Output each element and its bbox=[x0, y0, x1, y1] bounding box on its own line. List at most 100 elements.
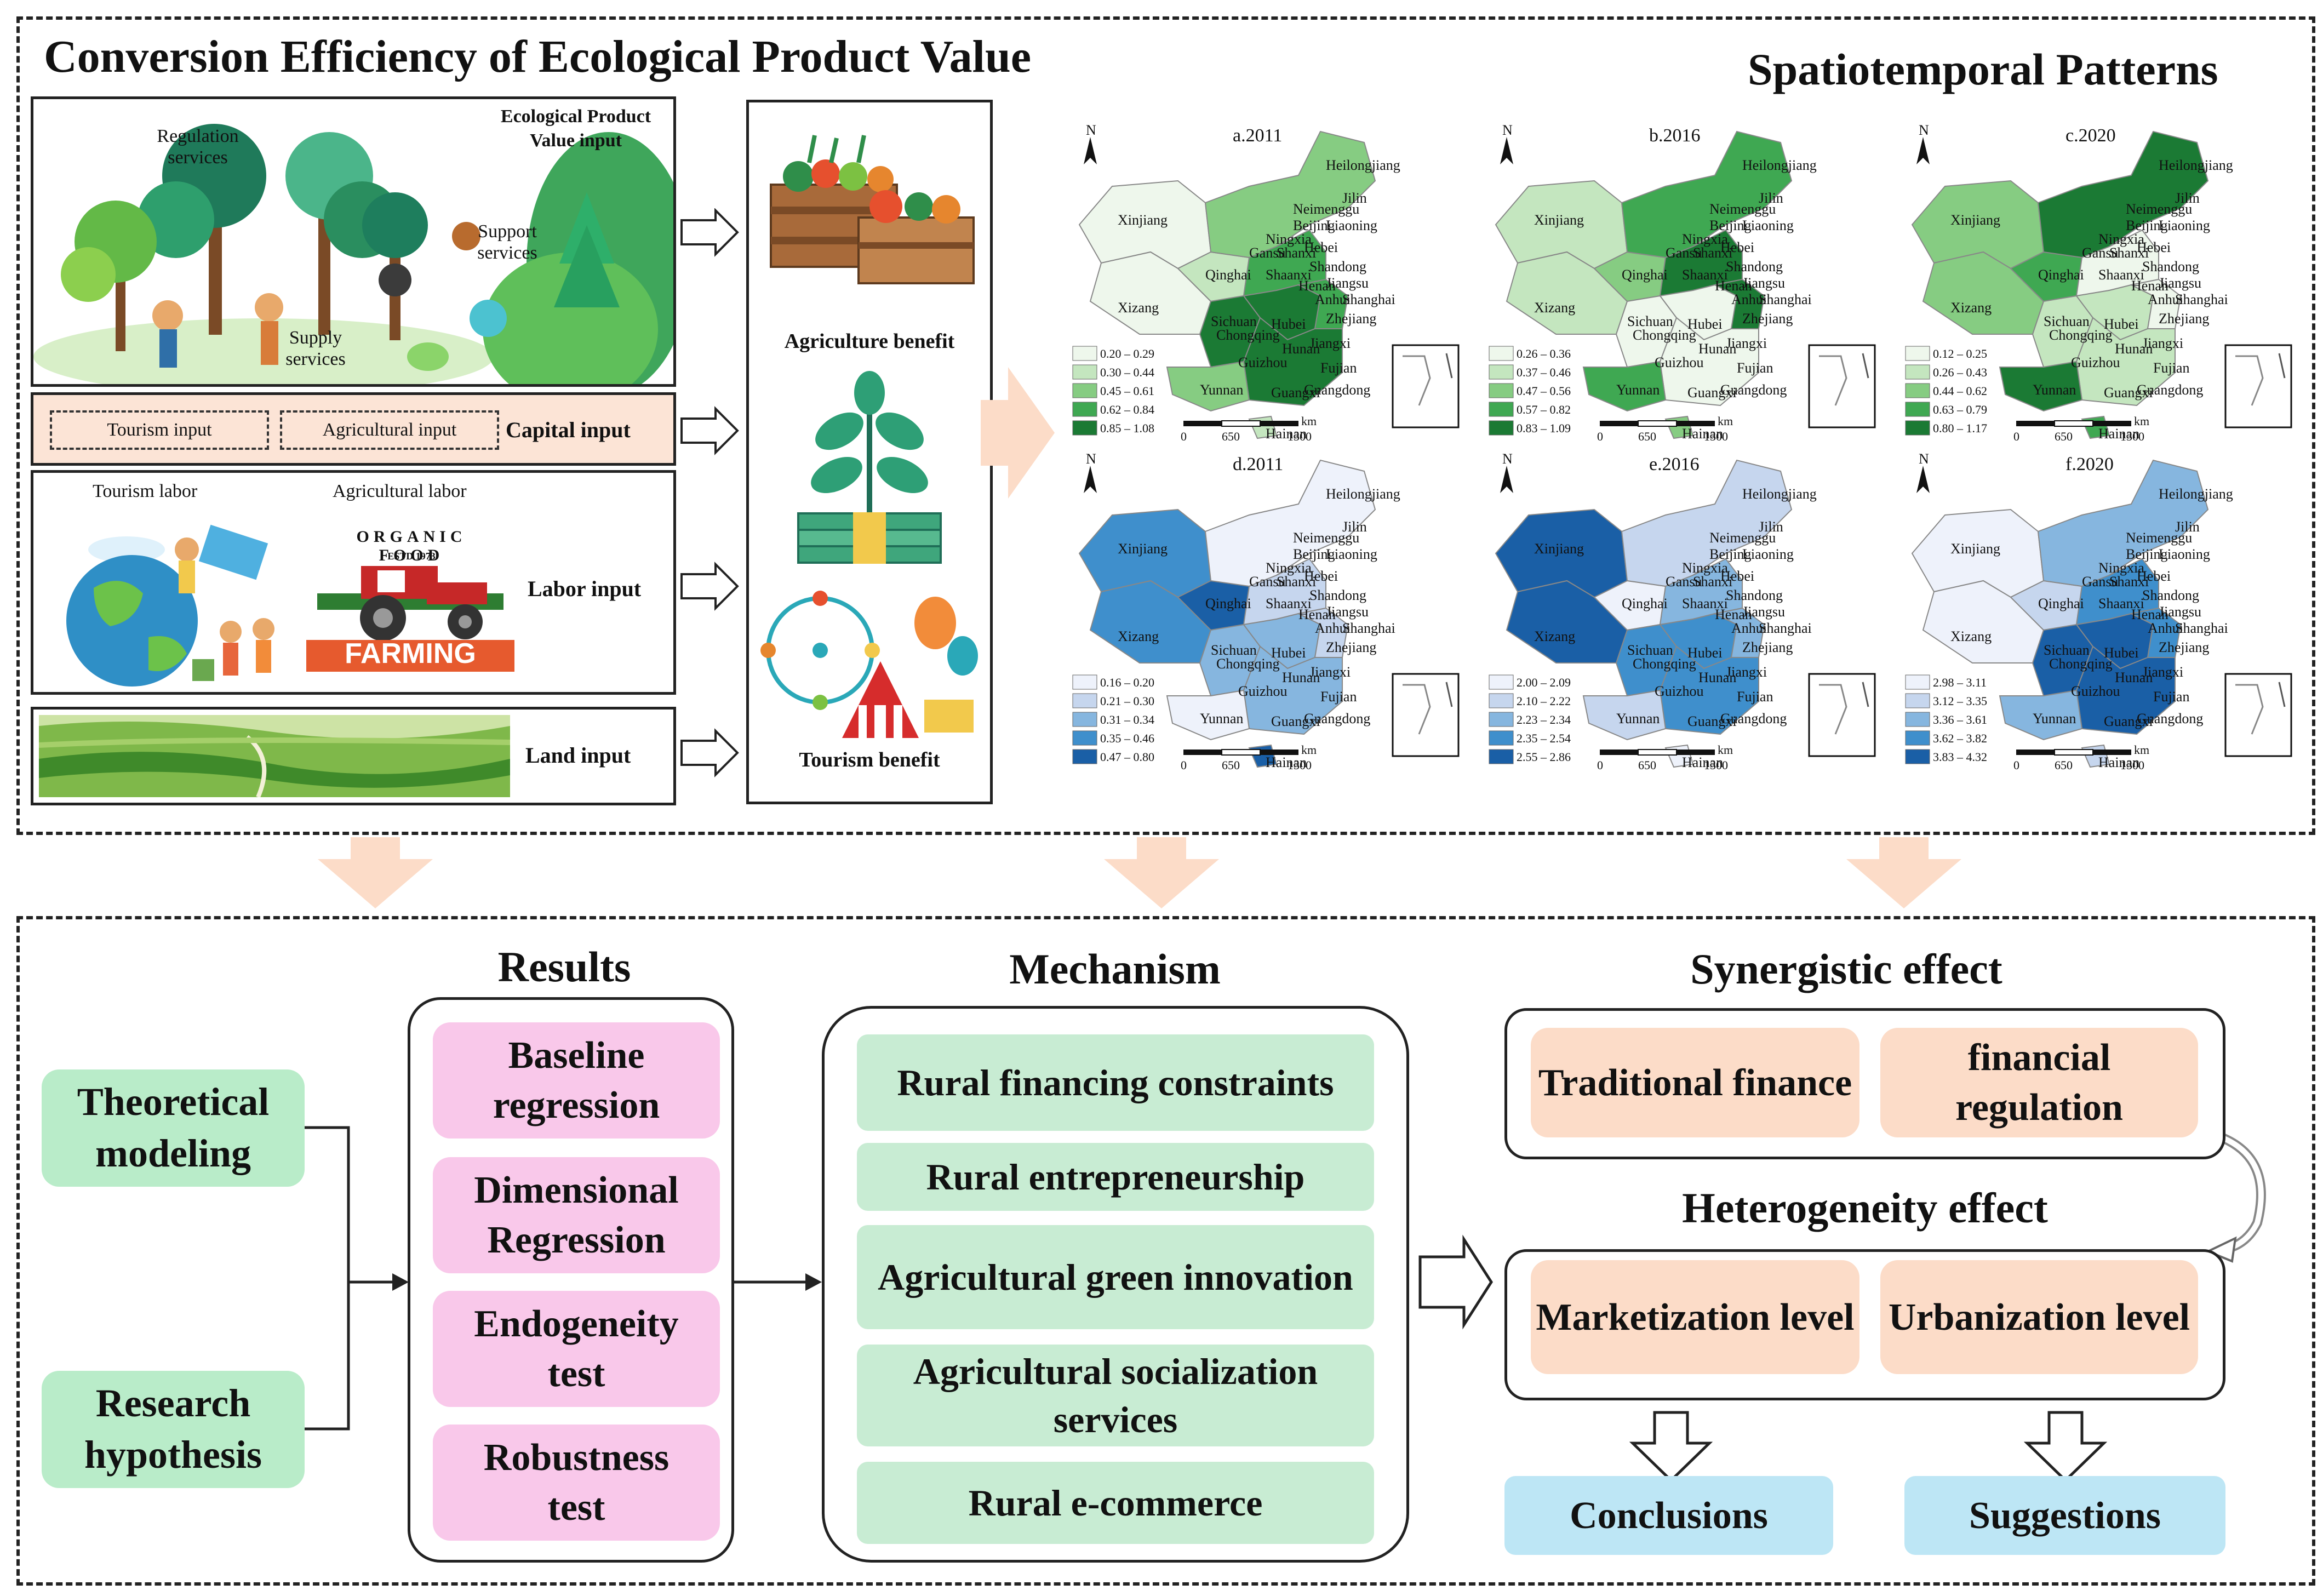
mechanism-item: Agricultural socialization services bbox=[857, 1345, 1374, 1446]
map-region bbox=[1204, 130, 1376, 259]
south-sea-outline bbox=[1862, 682, 1869, 707]
province-label: Shanghai bbox=[2175, 620, 2228, 636]
theoretical-modeling-box: Theoretical modeling bbox=[42, 1069, 305, 1187]
mechanism-item: Rural e-commerce bbox=[857, 1462, 1374, 1544]
province-label: Gansu bbox=[1666, 574, 1702, 590]
legend-swatch bbox=[1072, 402, 1097, 417]
legend-label: 0.83 – 1.09 bbox=[1517, 421, 1571, 435]
scale-bar bbox=[2054, 749, 2093, 756]
legend-label: 2.10 – 2.22 bbox=[1517, 694, 1571, 708]
spatiotemporal-title: Spatiotemporal Patterns bbox=[1748, 44, 2218, 94]
input-arrows bbox=[680, 208, 739, 777]
scale-bar bbox=[2093, 421, 2131, 426]
map-title: e.2016 bbox=[1649, 454, 1700, 474]
scale-tick: 1300 bbox=[1288, 430, 1312, 443]
scale-tick: 650 bbox=[1638, 430, 1656, 443]
province-label: Heilongjiang bbox=[1742, 486, 1817, 502]
scale-bar bbox=[1677, 421, 1715, 426]
province-label: Shanxi bbox=[1277, 574, 1316, 590]
province-label: Fujian bbox=[1737, 689, 1773, 705]
legend-swatch bbox=[1905, 364, 1930, 380]
province-label: Shandong bbox=[1309, 587, 1366, 603]
province-label: Beijing bbox=[1709, 546, 1752, 562]
province-label: Hainan bbox=[1682, 426, 1723, 442]
legend-swatch bbox=[1489, 730, 1514, 746]
south-sea-outline bbox=[1445, 353, 1453, 379]
marketization-level-box: Marketization level bbox=[1531, 1260, 1859, 1374]
province-label: Liaoning bbox=[1742, 546, 1794, 562]
labor-input-panel: Tourism labor Agricultural labor ORGANIC… bbox=[31, 470, 676, 695]
province-label: Anhui bbox=[1731, 620, 1767, 636]
province-label: Yunnan bbox=[1616, 382, 1660, 398]
province-label: Chongqing bbox=[1633, 656, 1696, 672]
province-label: Guizhou bbox=[1238, 683, 1288, 699]
province-label: Shandong bbox=[1726, 587, 1783, 603]
province-label: Guizhou bbox=[1655, 354, 1704, 370]
to-maps-arrow bbox=[981, 367, 1055, 499]
scale-tick: 0 bbox=[1597, 758, 1603, 772]
province-label: Heilongjiang bbox=[1742, 157, 1817, 173]
legend-label: 2.35 – 2.54 bbox=[1517, 731, 1571, 745]
forest-illustration bbox=[33, 99, 673, 384]
province-label: Shanxi bbox=[1277, 245, 1316, 261]
province-label: Jiangsu bbox=[1742, 604, 1785, 620]
legend-swatch bbox=[1489, 383, 1514, 398]
bottom-frame bbox=[16, 916, 2315, 1586]
land-input-panel: Land input bbox=[31, 707, 676, 805]
province-label: Zhejiang bbox=[2159, 311, 2209, 327]
province-label: Sichuan bbox=[2044, 642, 2090, 658]
province-label: Neimenggu bbox=[2126, 201, 2192, 217]
conclusions-box: Conclusions bbox=[1504, 1476, 1833, 1555]
heterogeneity-title: Heterogeneity effect bbox=[1682, 1184, 2048, 1232]
scale-unit: km bbox=[1718, 414, 1733, 428]
province-label: Anhui bbox=[2148, 620, 2183, 636]
financial-regulation-box: financial regulation bbox=[1880, 1028, 2198, 1137]
scale-bar bbox=[2016, 421, 2055, 426]
province-label: Zhejiang bbox=[1742, 639, 1793, 655]
province-label: Hunan bbox=[1282, 341, 1320, 357]
province-label: Guangdong bbox=[1720, 711, 1787, 727]
province-label: Hunan bbox=[1698, 341, 1736, 357]
province-label: Sichuan bbox=[1211, 642, 1257, 658]
scale-bar bbox=[1638, 749, 1677, 756]
china-map: b.2016NHeilongjiangJilinNeimengguLiaonin… bbox=[1489, 122, 1876, 443]
province-label: Sichuan bbox=[1627, 642, 1673, 658]
north-label: N bbox=[1086, 122, 1096, 138]
tourism-input-box: Tourism input bbox=[50, 410, 269, 450]
legend-label: 3.36 – 3.61 bbox=[1933, 713, 1987, 727]
province-label: Shanxi bbox=[2109, 245, 2149, 261]
province-label: Henan bbox=[1715, 607, 1752, 622]
province-label: Jiangxi bbox=[2142, 664, 2183, 680]
map-region bbox=[2037, 130, 2209, 259]
south-sea-outline bbox=[2235, 355, 2264, 406]
china-map: d.2011NHeilongjiangJilinNeimengguLiaonin… bbox=[1072, 451, 1460, 772]
province-label: Hainan bbox=[1266, 426, 1307, 442]
tourism-input-label: Tourism input bbox=[107, 420, 212, 441]
mechanism-item: Rural entrepreneurship bbox=[857, 1143, 1374, 1211]
farming-text: FARMING bbox=[345, 638, 476, 670]
province-label: Zhejiang bbox=[1326, 311, 1376, 327]
map-region bbox=[1659, 317, 1759, 407]
scale-bar bbox=[2016, 750, 2055, 755]
scale-unit: km bbox=[1301, 414, 1317, 428]
tourism-labor-label: Tourism labor bbox=[93, 481, 198, 501]
scale-bar bbox=[1183, 421, 1222, 426]
tourism-benefit-label: Tourism benefit bbox=[799, 748, 940, 771]
province-label: Qinghai bbox=[1205, 596, 1251, 611]
north-arrow-icon bbox=[1084, 466, 1097, 493]
legend-label: 2.98 – 3.11 bbox=[1933, 676, 1987, 689]
north-arrow-icon bbox=[1500, 466, 1513, 493]
scale-tick: 650 bbox=[2055, 758, 2073, 772]
north-label: N bbox=[1086, 451, 1096, 467]
legend-label: 3.83 – 4.32 bbox=[1933, 750, 1987, 764]
farmland-illustration bbox=[39, 715, 510, 797]
province-label: Hunan bbox=[2115, 341, 2153, 357]
legend-swatch bbox=[1905, 712, 1930, 727]
legend-label: 0.47 – 0.56 bbox=[1517, 384, 1571, 398]
scale-bar bbox=[1638, 420, 1677, 427]
vegetable-crates-icon bbox=[770, 135, 975, 284]
map-title: b.2016 bbox=[1649, 125, 1701, 146]
province-label: Sichuan bbox=[2044, 313, 2090, 329]
province-label: Ningxia bbox=[1266, 231, 1312, 247]
scale-unit: km bbox=[2134, 743, 2149, 757]
